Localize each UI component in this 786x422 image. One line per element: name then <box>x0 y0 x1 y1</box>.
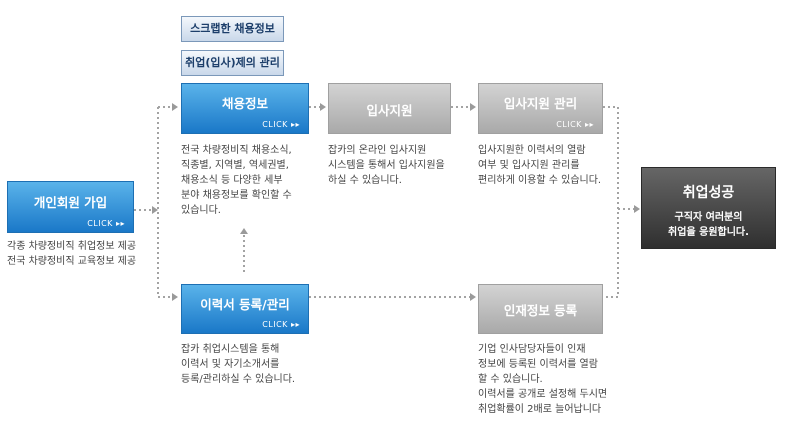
scrap-jobs-label: 스크랩한 채용정보 <box>190 22 275 35</box>
talent-register-desc: 기업 인사담당자들이 인재 정보에 등록된 이력서를 열람 할 수 있습니다. … <box>478 344 608 415</box>
scrap-jobs-button[interactable]: 스크랩한 채용정보 <box>181 16 284 42</box>
job-info-click: CLICK ▸▸ <box>262 120 300 129</box>
job-info-desc: 전국 차량정비직 채용소식, 직종별, 지역별, 역세권별, 채용소식 등 다양… <box>181 145 292 216</box>
resume-manage-title: 이력서 등록/관리 <box>200 297 290 312</box>
apply-manage-desc: 입사지원한 이력서의 열람 여부 및 입사지원 관리를 편리하게 이용할 수 있… <box>478 145 602 186</box>
resume-manage-button[interactable]: 이력서 등록/관리 CLICK ▸▸ <box>181 284 309 334</box>
apply-title: 입사지원 <box>366 103 413 118</box>
job-info-button[interactable]: 채용정보 CLICK ▸▸ <box>181 83 309 134</box>
apply-manage-button[interactable]: 입사지원 관리 CLICK ▸▸ <box>478 83 603 134</box>
employment-success-box: 취업성공 구직자 여러분의 취업을 응원합니다. <box>641 167 776 249</box>
apply-desc: 잡카의 온라인 입사지원 시스템을 통해서 입사지원을 하실 수 있습니다. <box>328 145 445 186</box>
apply-step: 입사지원 <box>328 83 451 134</box>
member-signup-button[interactable]: 개인회원 가입 CLICK ▸▸ <box>7 181 134 233</box>
talent-register-step: 인재정보 등록 <box>478 284 603 334</box>
apply-manage-title: 입사지원 관리 <box>503 96 578 111</box>
job-offer-manage-button[interactable]: 취업(입사)제의 관리 <box>181 50 284 76</box>
member-signup-desc: 각종 차량정비직 취업정보 제공 전국 차량정비직 교육정보 제공 <box>7 241 137 267</box>
resume-manage-desc: 잡카 취업시스템을 통해 이력서 및 자기소개서를 등록/관리하실 수 있습니다… <box>181 344 296 385</box>
success-title: 취업성공 <box>682 185 735 201</box>
resume-manage-click: CLICK ▸▸ <box>262 320 300 329</box>
job-offer-manage-label: 취업(입사)제의 관리 <box>185 56 280 69</box>
member-signup-click: CLICK ▸▸ <box>87 219 125 228</box>
success-sub: 구직자 여러분의 취업을 응원합니다. <box>668 212 749 238</box>
member-signup-title: 개인회원 가입 <box>33 195 108 210</box>
apply-manage-click: CLICK ▸▸ <box>556 120 594 129</box>
talent-register-title: 인재정보 등록 <box>503 303 578 318</box>
job-info-title: 채용정보 <box>221 96 268 111</box>
